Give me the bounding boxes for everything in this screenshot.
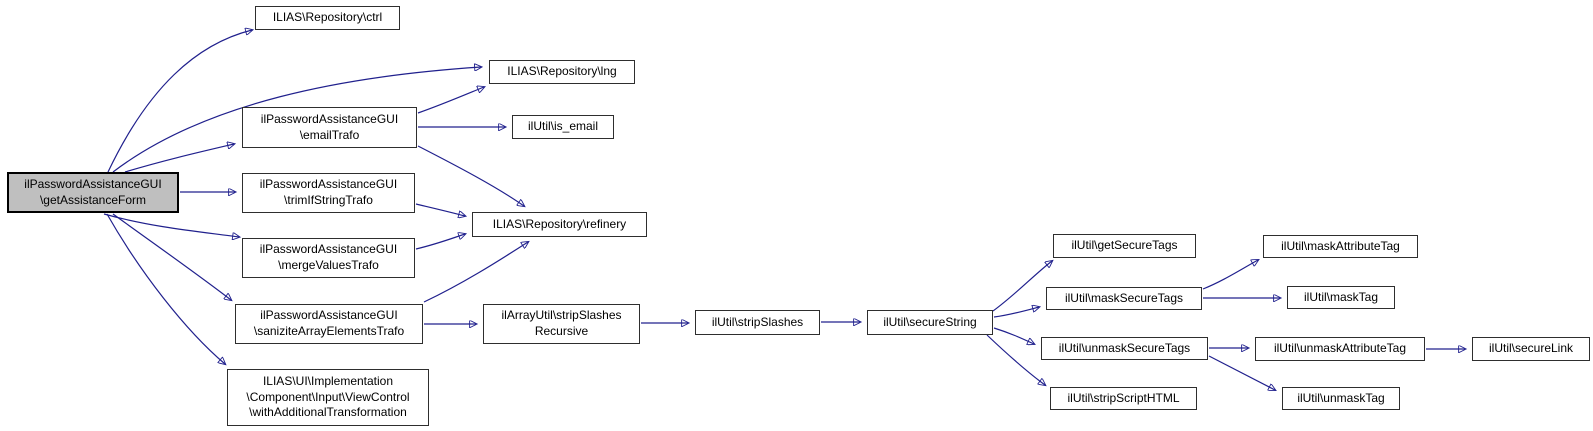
edge-saniziteArrayElementsTrafo-refinery [423, 242, 528, 303]
node-ilias-repository-refinery[interactable]: ILIAS\Repository\refinery [472, 212, 647, 237]
node-ilutil-secure-link[interactable]: ilUtil\secureLink [1472, 337, 1590, 361]
node-with-additional-transformation[interactable]: ILIAS\UI\Implementation \Component\Input… [227, 369, 429, 426]
edge-getAssistanceForm-lng [112, 67, 481, 173]
edge-emailTrafo-refinery [417, 145, 524, 206]
edge-getAssistanceForm-emailTrafo [124, 144, 234, 173]
node-ilutil-get-secure-tags[interactable]: ilUtil\getSecureTags [1053, 234, 1196, 258]
edge-getAssistanceForm-ctrl [107, 30, 252, 173]
node-ilutil-strip-script-html[interactable]: ilUtil\stripScriptHTML [1050, 387, 1197, 410]
node-ilutil-mask-attribute-tag[interactable]: ilUtil\maskAttributeTag [1263, 235, 1418, 258]
node-ilias-repository-ctrl[interactable]: ILIAS\Repository\ctrl [255, 6, 400, 30]
node-trim-if-string-trafo[interactable]: ilPasswordAssistanceGUI \trimIfStringTra… [242, 173, 415, 213]
node-ilias-repository-lng[interactable]: ILIAS\Repository\lng [489, 60, 635, 84]
node-ilutil-is-email[interactable]: ilUtil\is_email [512, 115, 614, 139]
node-email-trafo[interactable]: ilPasswordAssistanceGUI \emailTrafo [242, 107, 417, 148]
edge-getAssistanceForm-saniziteArrayElementsTrafo [112, 213, 231, 300]
edge-getAssistanceForm-withAdditionalTransformation [106, 213, 225, 364]
node-ilutil-strip-slashes[interactable]: ilUtil\stripSlashes [695, 310, 820, 335]
edge-maskSecureTags-maskAttributeTag [1202, 260, 1258, 290]
node-merge-values-trafo[interactable]: ilPasswordAssistanceGUI \mergeValuesTraf… [242, 238, 415, 278]
edge-getAssistanceForm-mergeValuesTrafo [103, 213, 239, 237]
edge-unmaskSecureTags-unmaskTag [1208, 355, 1275, 390]
edge-secureString-getSecureTags [992, 261, 1052, 312]
node-strip-slashes-recursive[interactable]: ilArrayUtil\stripSlashes Recursive [483, 304, 640, 344]
node-get-assistance-form-current: ilPasswordAssistanceGUI \getAssistanceFo… [7, 172, 179, 213]
node-sanizite-array-elements-trafo[interactable]: ilPasswordAssistanceGUI \saniziteArrayEl… [235, 304, 423, 344]
node-ilutil-mask-secure-tags[interactable]: ilUtil\maskSecureTags [1046, 287, 1202, 310]
node-ilutil-unmask-tag[interactable]: ilUtil\unmaskTag [1282, 387, 1400, 410]
edge-mergeValuesTrafo-refinery [415, 234, 465, 250]
edge-secureString-stripScriptHTML [986, 334, 1045, 385]
edge-trimIfStringTrafo-refinery [415, 203, 465, 216]
edge-emailTrafo-lng [417, 87, 484, 114]
node-ilutil-unmask-secure-tags[interactable]: ilUtil\unmaskSecureTags [1041, 337, 1208, 360]
edge-secureString-unmaskSecureTags [993, 327, 1034, 344]
node-ilutil-unmask-attribute-tag[interactable]: ilUtil\unmaskAttributeTag [1255, 337, 1425, 361]
node-ilutil-mask-tag[interactable]: ilUtil\maskTag [1287, 286, 1395, 309]
node-ilutil-secure-string[interactable]: ilUtil\secureString [867, 310, 993, 335]
edge-secureString-maskSecureTags [993, 307, 1039, 318]
